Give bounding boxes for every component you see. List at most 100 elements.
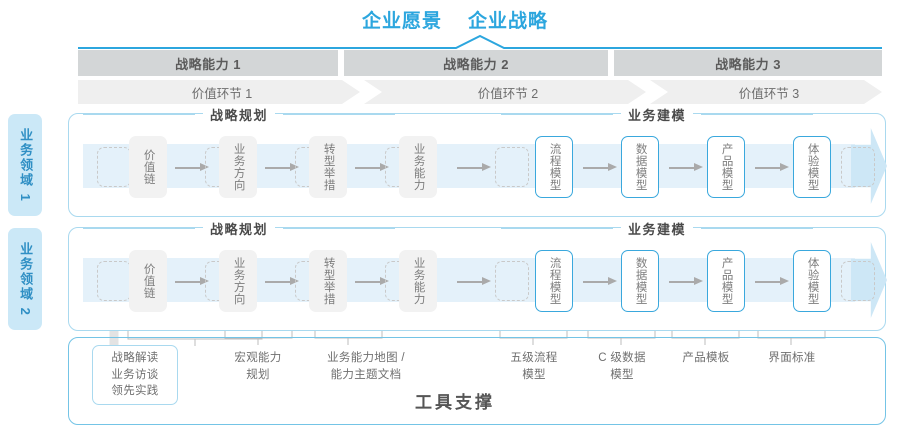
value-chain-chevrons: 价值环节 1 价值环节 2 价值环节 3 <box>78 80 882 104</box>
tool-support-container <box>68 337 886 425</box>
tool-label-macro-capability-planning: 宏观能力规划 <box>234 352 282 381</box>
section-rule-left <box>83 227 195 229</box>
section-title-planning: 战略规划 <box>203 218 276 238</box>
footer-title-tool-support: 工具支撑 <box>415 393 495 412</box>
tool-label-capability-map: 业务能力地图 /能力主题文档 <box>327 352 405 381</box>
placeholder-node-start <box>97 147 131 187</box>
node-label: 业务能力 <box>412 143 425 191</box>
value-chain-2-label: 价值环节 2 <box>477 86 539 101</box>
node-label: 价值链 <box>142 149 155 185</box>
title-enterprise-vision: 企业愿景 <box>361 11 442 32</box>
section-header-strategic-planning: 战略规划 <box>83 104 396 124</box>
node-label: 数据模型 <box>634 143 647 191</box>
value-chain-3-label: 价值环节 3 <box>738 86 800 101</box>
tool-label-ui-standard: 界面标准 <box>768 352 816 364</box>
section-rule-left <box>501 113 613 115</box>
value-chain-1[interactable]: 价值环节 1 <box>78 80 360 104</box>
business-domain-1-label: 业务领域 1 <box>18 127 34 203</box>
section-header-business-modeling: 业务建模 <box>501 104 814 124</box>
node-label: 流程模型 <box>548 257 561 305</box>
arrow-icon-3 <box>355 163 389 172</box>
top-titles: 企业愿景 企业战略 <box>0 6 910 33</box>
node-label: 数据模型 <box>634 257 647 305</box>
arrow-icon-4 <box>457 163 491 172</box>
node-label: 业务方向 <box>232 257 245 305</box>
node-transformation-measures[interactable]: 转型举措 <box>309 136 347 198</box>
domain-row-2: 战略规划 业务建模 价值链 业务方向 转型举措 业务能力 流程模型 数据模型 产… <box>68 218 887 331</box>
node-label: 业务能力 <box>412 257 425 305</box>
value-chain-1-label: 价值环节 1 <box>191 86 253 101</box>
node-transformation-measures[interactable]: 转型举措 <box>309 250 347 312</box>
node-label: 转型举措 <box>322 257 335 305</box>
node-label: 价值链 <box>142 263 155 299</box>
sidebar-item-business-domain-2[interactable]: 业务领域 2 <box>8 228 42 330</box>
section-header-business-modeling: 业务建模 <box>501 218 814 238</box>
node-product-model[interactable]: 产品模型 <box>707 136 745 198</box>
node-label: 转型举措 <box>322 143 335 191</box>
capability-bar-2[interactable]: 战略能力 2 <box>344 50 608 76</box>
node-label: 体验模型 <box>806 257 819 305</box>
tool-label-product-template: 产品模板 <box>682 352 730 364</box>
section-title-modeling: 业务建模 <box>621 218 694 238</box>
placeholder-node-start <box>97 261 131 301</box>
node-experience-model[interactable]: 体验模型 <box>793 250 831 312</box>
tool-label-five-level-process-model: 五级流程模型 <box>510 352 558 381</box>
value-chain-3[interactable]: 价值环节 3 <box>650 80 882 104</box>
section-rule-right <box>701 113 814 115</box>
arrow-icon-6 <box>669 277 703 286</box>
title-enterprise-strategy: 企业战略 <box>468 11 549 32</box>
arrow-icon-3 <box>355 277 389 286</box>
node-flow-row-1: 价值链 业务方向 转型举措 业务能力 流程模型 数据模型 产品模型 体验模型 <box>83 136 875 198</box>
placeholder-node-end <box>841 261 875 301</box>
node-data-model[interactable]: 数据模型 <box>621 250 659 312</box>
node-flow-row-2: 价值链 业务方向 转型举措 业务能力 流程模型 数据模型 产品模型 体验模型 <box>83 250 875 312</box>
section-rule-right <box>283 227 396 229</box>
node-label: 体验模型 <box>806 143 819 191</box>
strategic-capability-bars: 战略能力 1 战略能力 2 战略能力 3 <box>78 50 882 76</box>
arrow-icon-4 <box>457 277 491 286</box>
arrow-icon-6 <box>669 163 703 172</box>
section-rule-right <box>283 113 396 115</box>
value-chain-2[interactable]: 价值环节 2 <box>364 80 646 104</box>
caret-connector-icon <box>78 34 882 49</box>
node-data-model[interactable]: 数据模型 <box>621 136 659 198</box>
business-domain-2-label: 业务领域 2 <box>18 241 34 317</box>
node-business-direction[interactable]: 业务方向 <box>219 136 257 198</box>
node-label: 业务方向 <box>232 143 245 191</box>
tool-label-strategy-interpretation: 战略解读业务访谈领先实践 <box>92 345 178 406</box>
node-label: 产品模型 <box>720 143 733 191</box>
section-title-modeling: 业务建模 <box>621 104 694 124</box>
arrow-icon-5 <box>583 163 617 172</box>
node-business-direction[interactable]: 业务方向 <box>219 250 257 312</box>
tool-label-c-level-data-model: C 级数据模型 <box>598 352 646 381</box>
node-business-capability[interactable]: 业务能力 <box>399 136 437 198</box>
capability-bar-1[interactable]: 战略能力 1 <box>78 50 338 76</box>
node-experience-model[interactable]: 体验模型 <box>793 136 831 198</box>
arrow-icon-2 <box>265 163 299 172</box>
section-header-strategic-planning: 战略规划 <box>83 218 396 238</box>
section-title-planning: 战略规划 <box>203 104 276 124</box>
node-process-model[interactable]: 流程模型 <box>535 136 573 198</box>
arrow-icon-2 <box>265 277 299 286</box>
arrow-icon-7 <box>755 277 789 286</box>
sidebar-item-business-domain-1[interactable]: 业务领域 1 <box>8 114 42 216</box>
arrow-icon-1 <box>175 277 209 286</box>
capability-bar-3[interactable]: 战略能力 3 <box>614 50 882 76</box>
node-product-model[interactable]: 产品模型 <box>707 250 745 312</box>
bracket-connectors-icon <box>109 331 826 350</box>
section-rule-left <box>501 227 613 229</box>
domain-row-1: 战略规划 业务建模 价值链 业务方向 转型举措 业务能力 流程模型 数据模型 产… <box>68 104 887 217</box>
node-value-chain[interactable]: 价值链 <box>129 136 167 198</box>
placeholder-node-d <box>495 147 529 187</box>
node-process-model[interactable]: 流程模型 <box>535 250 573 312</box>
arrow-icon-1 <box>175 163 209 172</box>
node-business-capability[interactable]: 业务能力 <box>399 250 437 312</box>
node-value-chain[interactable]: 价值链 <box>129 250 167 312</box>
placeholder-node-d <box>495 261 529 301</box>
node-label: 流程模型 <box>548 143 561 191</box>
section-rule-left <box>83 113 195 115</box>
node-label: 产品模型 <box>720 257 733 305</box>
arrow-icon-5 <box>583 277 617 286</box>
section-rule-right <box>701 227 814 229</box>
placeholder-node-end <box>841 147 875 187</box>
